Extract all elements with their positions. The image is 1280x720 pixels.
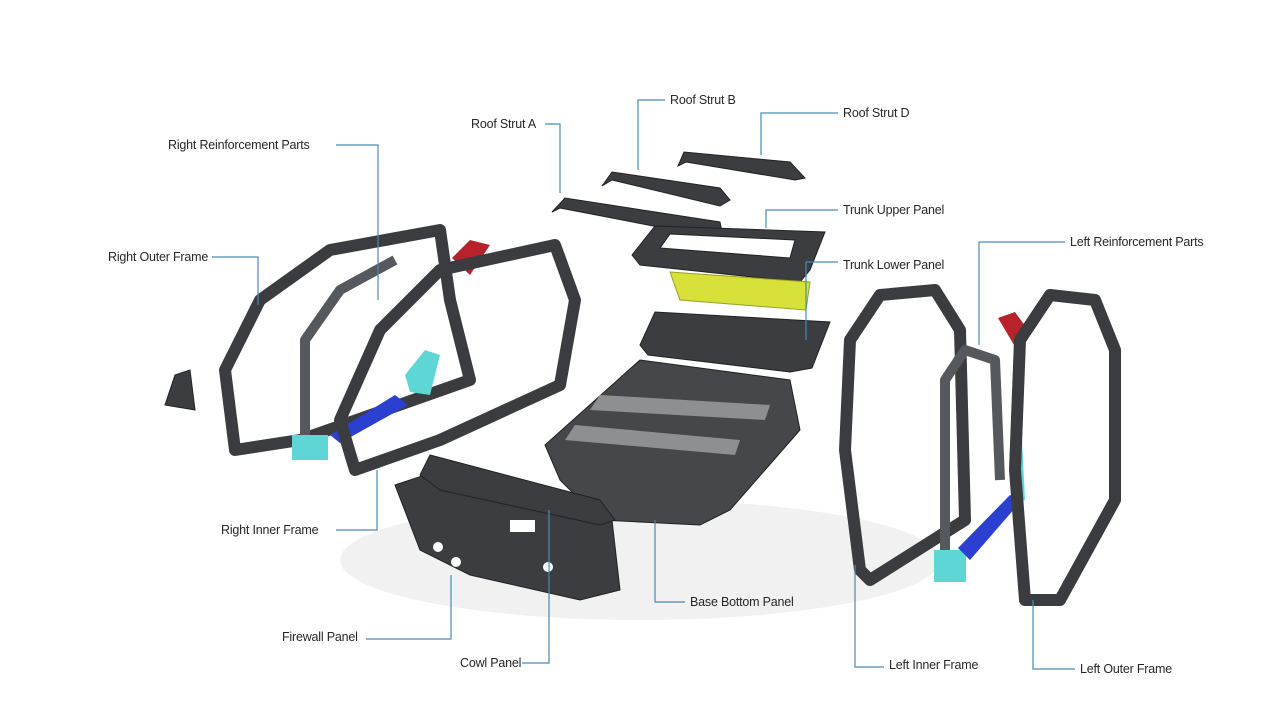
leader-trunk-lower-panel xyxy=(805,261,838,340)
right-bracket-part xyxy=(164,369,196,411)
left-outer-frame-part xyxy=(1009,289,1121,606)
firewall-hole xyxy=(451,557,461,567)
label-left-inner-frame: Left Inner Frame xyxy=(889,658,979,672)
left-reinforcement-part xyxy=(940,345,1005,555)
leader-trunk-upper-panel xyxy=(765,209,838,228)
floor-rail xyxy=(565,425,740,455)
firewall-hole xyxy=(543,562,553,572)
leader-roof-strut-b xyxy=(637,99,665,170)
label-roof-strut-b: Roof Strut B xyxy=(670,93,736,107)
leader-left-inner-frame xyxy=(854,565,884,668)
leader-roof-strut-a xyxy=(545,123,561,193)
leader-cowl-panel xyxy=(522,510,550,664)
left-cyan-block xyxy=(934,550,966,582)
right-cyan-block xyxy=(292,435,328,460)
leader-firewall-panel xyxy=(366,575,452,640)
leader-base-bottom-panel xyxy=(654,520,685,603)
label-roof-strut-d: Roof Strut D xyxy=(843,106,910,120)
roof-strut-d-part xyxy=(677,151,806,181)
label-left-reinforcement-parts: Left Reinforcement Parts xyxy=(1070,235,1204,249)
leader-right-outer-frame xyxy=(212,256,259,305)
leader-right-inner-frame xyxy=(336,470,378,531)
leader-right-reinforcement-parts xyxy=(336,144,379,300)
label-roof-strut-a: Roof Strut A xyxy=(471,117,536,131)
leader-roof-strut-d xyxy=(760,112,838,155)
label-trunk-lower-panel: Trunk Lower Panel xyxy=(843,258,945,272)
label-cowl-panel: Cowl Panel xyxy=(460,656,522,670)
right-cyan-pillar xyxy=(405,350,440,395)
left-blue-rail xyxy=(958,495,1022,560)
leader-left-reinforcement-parts xyxy=(978,241,1065,345)
label-trunk-upper-panel: Trunk Upper Panel xyxy=(843,203,945,217)
trunk-upper-panel-part xyxy=(631,225,826,283)
firewall-opening xyxy=(510,520,535,532)
roof-strut-b-part xyxy=(601,171,731,207)
cowl-panel-part xyxy=(419,454,616,526)
leader-left-outer-frame xyxy=(1032,600,1075,670)
right-reinforcement-part xyxy=(300,255,398,440)
label-firewall-panel: Firewall Panel xyxy=(282,630,358,644)
floor-rail xyxy=(590,395,770,420)
label-right-outer-frame: Right Outer Frame xyxy=(108,250,209,264)
label-base-bottom-panel: Base Bottom Panel xyxy=(690,595,794,609)
label-right-reinforcement-parts: Right Reinforcement Parts xyxy=(168,138,310,152)
left-inner-frame-part xyxy=(839,284,971,586)
label-left-outer-frame: Left Outer Frame xyxy=(1080,662,1172,676)
firewall-hole xyxy=(433,542,443,552)
trunk-floor-part xyxy=(639,311,831,373)
label-right-inner-frame: Right Inner Frame xyxy=(221,523,319,537)
right-inner-frame-part xyxy=(334,239,581,476)
